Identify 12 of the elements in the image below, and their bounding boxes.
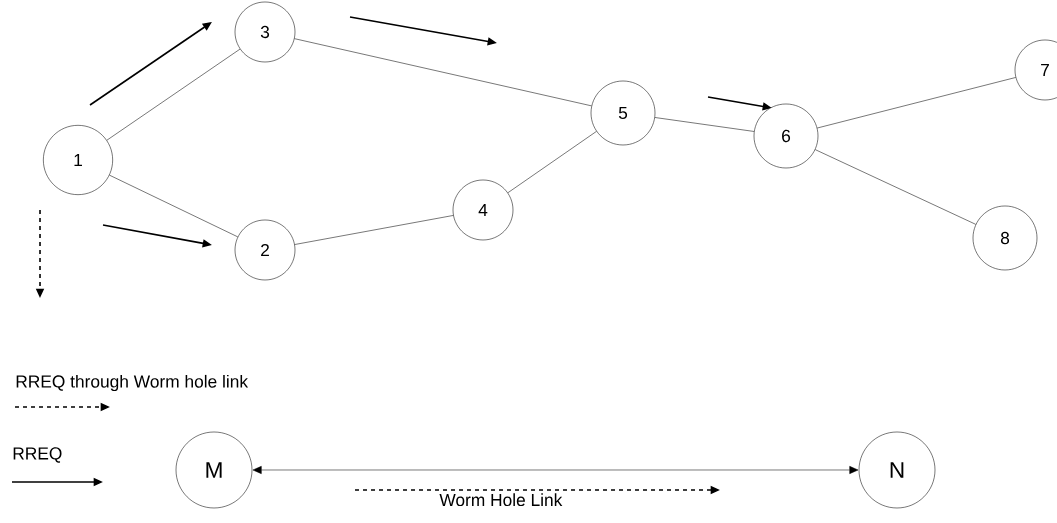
arrow xyxy=(252,466,859,474)
legend-text: RREQ through Worm hole link xyxy=(16,374,249,392)
edge-label: Worm Hole Link xyxy=(439,493,563,507)
connector-line xyxy=(294,38,592,107)
connector-line xyxy=(815,149,977,225)
connector-line xyxy=(294,215,454,245)
connector-line xyxy=(106,48,241,141)
connector-line xyxy=(817,77,1016,129)
legend-text: RREQ xyxy=(13,447,62,463)
connector-line xyxy=(109,174,238,238)
connector-line xyxy=(507,131,597,194)
connector-line xyxy=(654,117,755,132)
